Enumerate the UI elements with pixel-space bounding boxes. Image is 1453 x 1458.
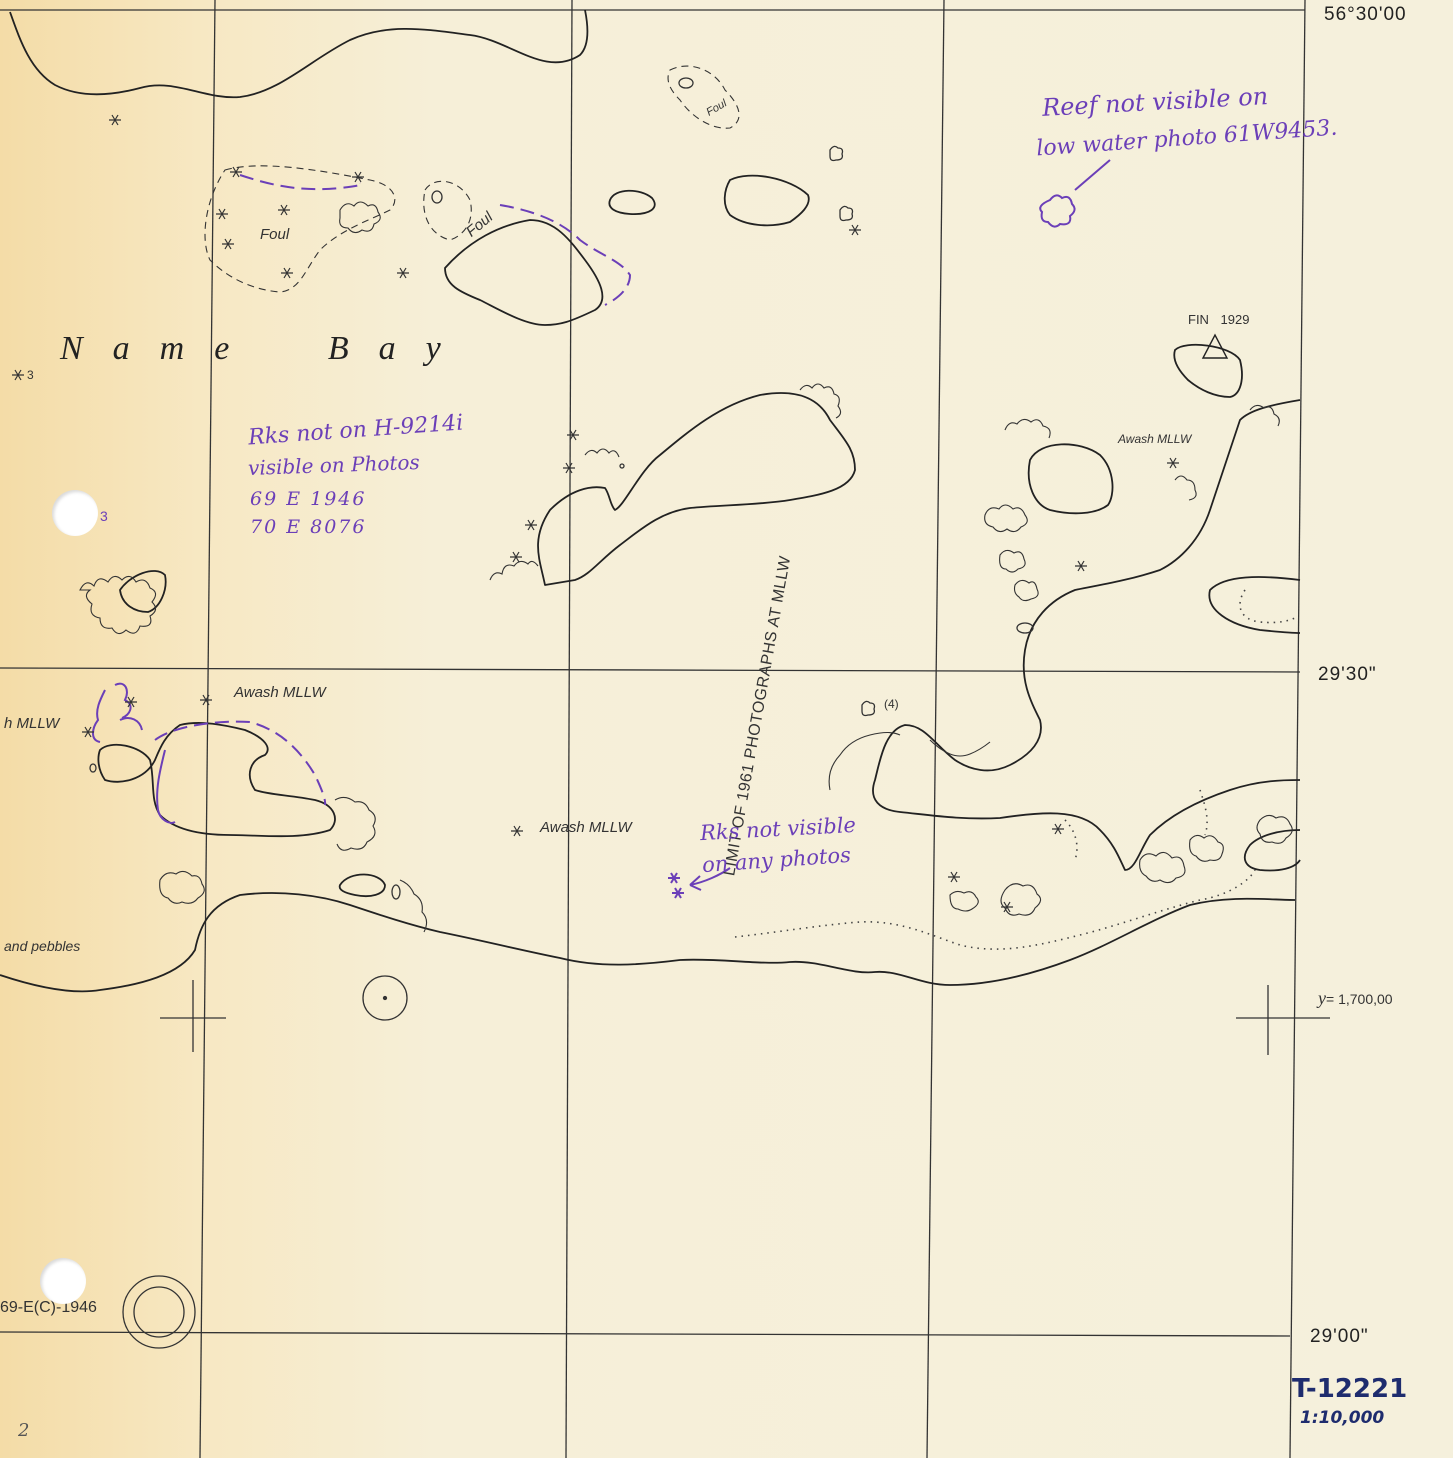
island-small-oval [608,189,656,215]
latitude-top-label: 56°30'00 [1324,4,1407,25]
east-lobe [1208,576,1301,634]
awash-label-cut: h MLLW [4,715,60,732]
rocks-note1-line3: 69 E 1946 [250,488,367,510]
island-large [444,219,604,326]
peninsula-long [537,392,856,586]
grid-lines [0,0,1306,1458]
annotation-ink [92,159,1111,891]
sheet-id: T-12221 [1292,1374,1408,1404]
island-left [119,570,167,613]
y-coordinate-label: y= 1,700,00 [1318,988,1393,1009]
awash-label-right: Awash MLLW [1118,432,1192,446]
reef-outlines [79,201,1293,933]
east-shoreline-lower [1243,829,1301,872]
latitude-low-label: 29'00" [1310,1326,1369,1347]
photo-reference-label: 69-E(C)-1946 [0,1299,97,1316]
awash-label-left: Awash MLLW [234,684,326,701]
island-fin [1173,343,1243,398]
y-letter: y [1318,988,1326,1008]
sheet-scale: 1:10,000 [1300,1408,1385,1428]
map-title: Name Bay [60,330,471,368]
foul-limits [204,65,740,293]
rock-marker-3b: 3 [100,508,108,524]
page-number: 2 [18,1420,30,1441]
north-shoreline [9,9,589,99]
binder-hole-top [52,490,98,536]
foul-label-1: Foul [260,226,290,243]
island-s1 [338,873,386,898]
binder-hole-bottom [40,1258,86,1304]
lagoon-left [97,722,336,838]
latitude-mid-label: 29'30" [1318,664,1377,685]
east-shoreline [872,399,1301,871]
awash-label-center: Awash MLLW [540,819,632,836]
rock-symbols [12,114,1179,913]
rock-count-label: (4) [884,697,899,711]
sand-pebbles-label: and pebbles [4,938,81,954]
shorelines [0,9,1301,993]
island-east [723,174,810,227]
map-title-text: Name Bay [60,330,471,367]
rock-marker-3a: 3 [27,368,34,382]
dotted-limits [734,589,1296,950]
small-features [89,77,1034,900]
control-marks [122,975,1330,1349]
south-shoreline [0,892,1296,993]
fin-station [1201,333,1229,359]
annotation-lines [154,174,632,806]
rocks-note1-line4: 70 E 8076 [250,516,367,538]
y-value: = 1,700,00 [1326,991,1393,1007]
island-east-mid [1027,443,1114,515]
rock-symbols-annotation [668,872,684,899]
fin-station-label: FIN 1929 [1188,312,1250,327]
